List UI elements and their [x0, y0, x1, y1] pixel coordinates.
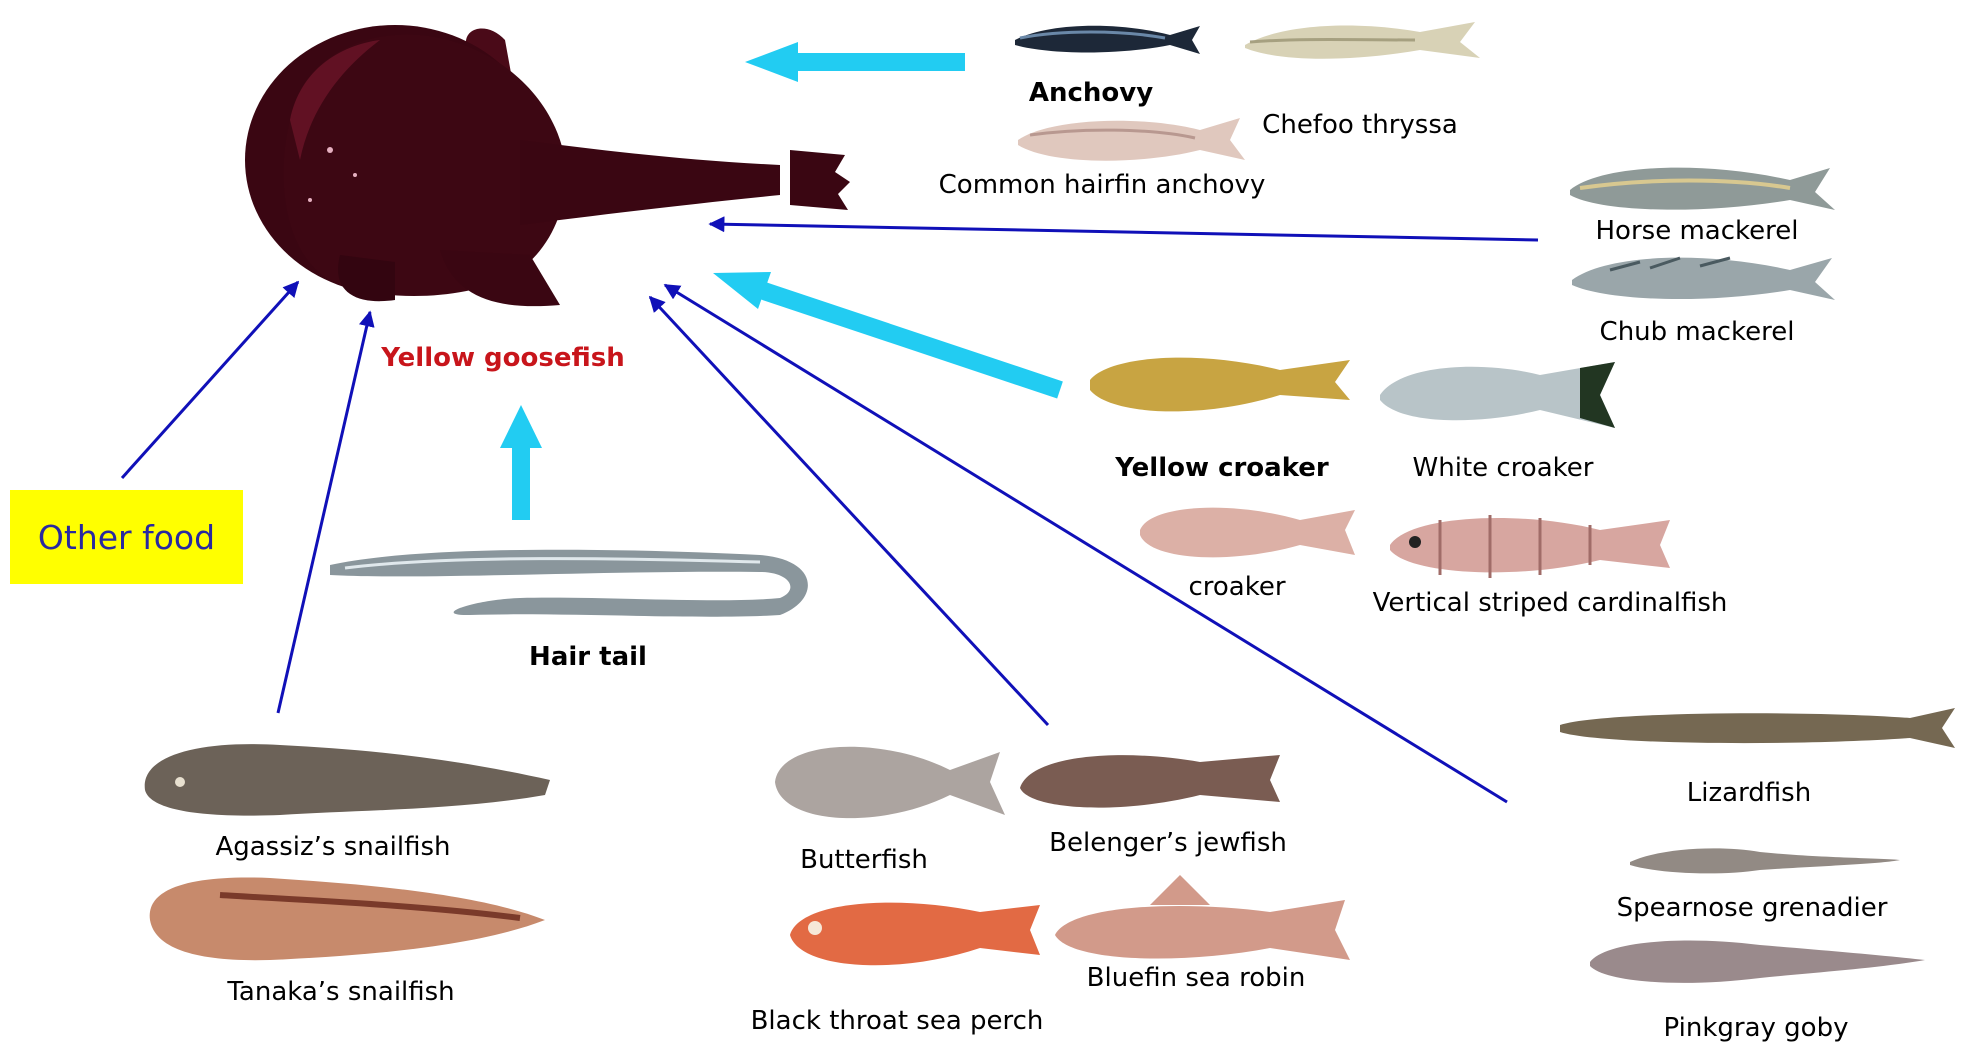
tanaka-snailfish-image	[150, 877, 545, 960]
croaker-label: croaker	[1188, 572, 1285, 602]
arrow-snailfish	[278, 312, 370, 713]
arrow-croaker-thick	[755, 288, 1060, 390]
yellow-croaker-label: Yellow croaker	[1115, 453, 1329, 483]
agassiz-snailfish-label: Agassiz’s snailfish	[215, 832, 450, 862]
arrow-deep	[665, 285, 1507, 802]
yellow-croaker-image	[1090, 358, 1350, 412]
arrow-mackerel	[710, 224, 1538, 240]
lizardfish-image	[1560, 708, 1955, 748]
tanaka-snailfish-label: Tanaka’s snailfish	[227, 977, 454, 1007]
spearnose-grenadier-label: Spearnose grenadier	[1617, 893, 1888, 923]
belengers-jewfish-image	[1020, 755, 1280, 808]
white-croaker-image	[1380, 362, 1615, 428]
hair-tail-label: Hair tail	[529, 642, 647, 672]
chefoo-thryssa-image	[1245, 22, 1480, 59]
hair-tail-image	[330, 550, 808, 617]
bluefin-sea-robin-image	[1055, 875, 1350, 960]
pinkgray-goby-label: Pinkgray goby	[1664, 1013, 1849, 1043]
chefoo-thryssa-label: Chefoo thryssa	[1262, 110, 1458, 140]
common-hairfin-anchovy-label: Common hairfin anchovy	[939, 170, 1266, 200]
anchovy-image	[1015, 26, 1200, 54]
other-food-box: Other food	[10, 490, 243, 584]
black-throat-sea-perch-label: Black throat sea perch	[751, 1006, 1044, 1036]
arrow-croaker-thick-head	[713, 272, 771, 309]
bluefin-sea-robin-label: Bluefin sea robin	[1087, 963, 1306, 993]
chub-mackerel-label: Chub mackerel	[1600, 317, 1795, 347]
horse-mackerel-image	[1570, 168, 1835, 210]
pinkgray-goby-image	[1590, 940, 1925, 982]
black-throat-sea-perch-image	[790, 903, 1040, 966]
belengers-jewfish-label: Belenger’s jewfish	[1049, 828, 1287, 858]
common-hairfin-anchovy-image	[1018, 118, 1245, 161]
croaker-image	[1140, 508, 1355, 558]
arrow-other-food	[122, 282, 298, 478]
vertical-striped-cardinalfish-label: Vertical striped cardinalfish	[1373, 588, 1728, 618]
butterfish-image	[775, 747, 1005, 818]
vertical-striped-cardinalfish-image	[1390, 515, 1670, 578]
agassiz-snailfish-image	[145, 744, 550, 816]
anchovy-label: Anchovy	[1029, 78, 1153, 108]
white-croaker-label: White croaker	[1413, 453, 1594, 483]
butterfish-label: Butterfish	[800, 845, 928, 875]
lizardfish-label: Lizardfish	[1687, 778, 1811, 808]
arrow-anchovy-thick-head	[745, 42, 798, 82]
arrow-hairtail-thick-head	[500, 405, 542, 448]
horse-mackerel-label: Horse mackerel	[1596, 216, 1799, 246]
spearnose-grenadier-image	[1630, 848, 1900, 873]
goosefish-label: Yellow goosefish	[381, 343, 625, 373]
chub-mackerel-image	[1572, 258, 1835, 300]
